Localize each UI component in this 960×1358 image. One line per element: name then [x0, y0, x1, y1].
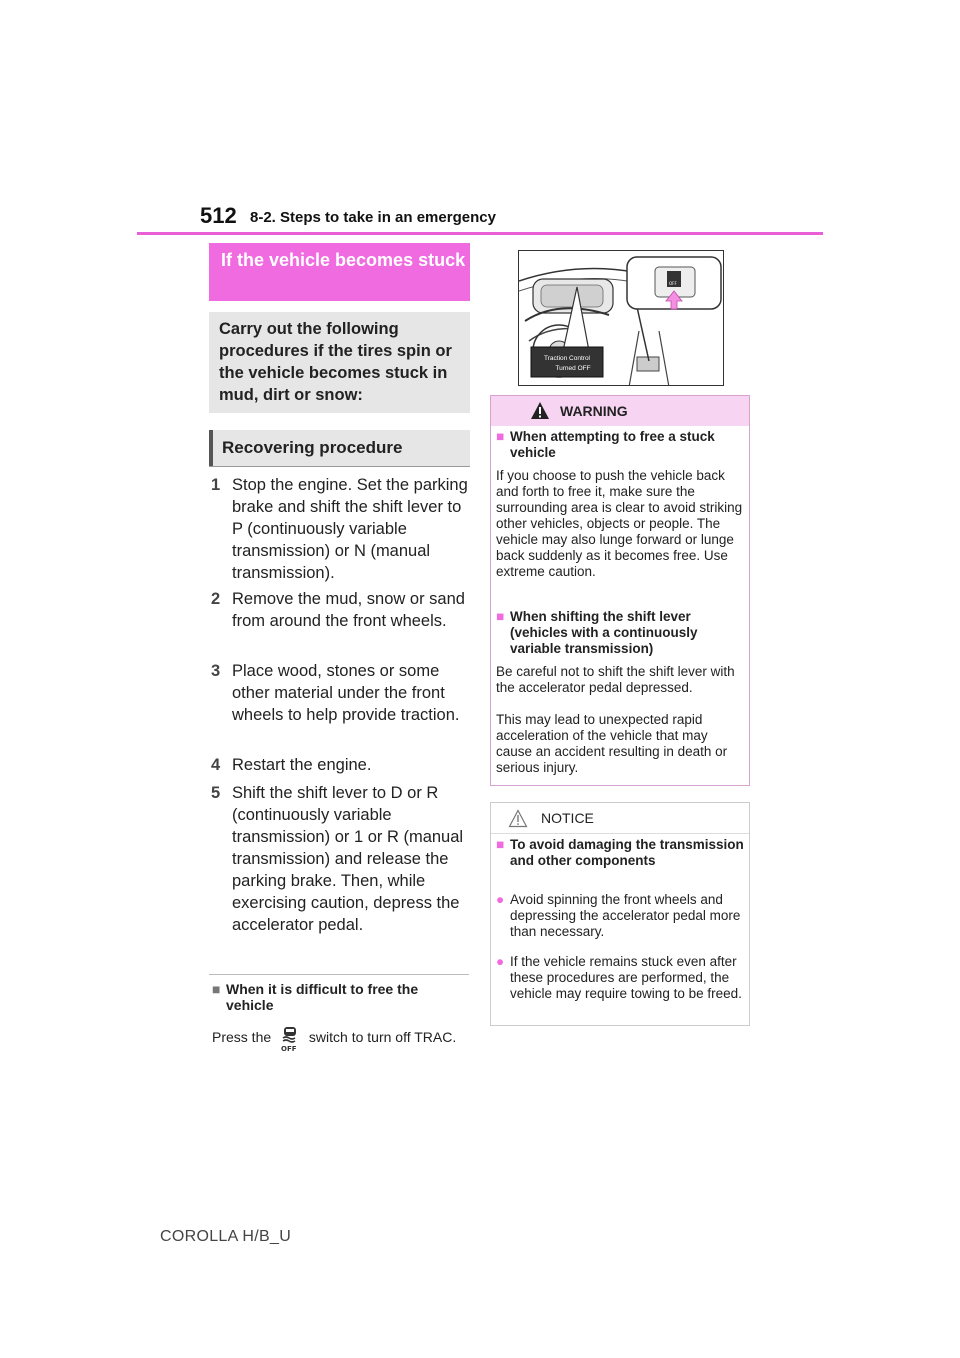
- square-bullet-icon: ■: [496, 837, 505, 852]
- page-title: If the vehicle becomes stuck: [221, 250, 466, 270]
- step-text: Remove the mud, snow or sand from around…: [232, 590, 465, 630]
- procedure-step: 5 Shift the shift lever to D or R (conti…: [211, 782, 473, 958]
- warning-item-body: This may lead to unexpected rapid accele…: [496, 712, 728, 775]
- procedure-step: 2 Remove the mud, snow or sand from arou…: [211, 588, 473, 654]
- note-body: Press the OFF switch to turn off TRAC.: [212, 1026, 462, 1053]
- notice-item-heading: ■ To avoid damaging the transmission and…: [496, 837, 744, 885]
- step-text: Stop the engine. Set the parking brake a…: [232, 476, 468, 582]
- intro-text: Carry out the following procedures if th…: [219, 320, 452, 404]
- square-bullet-icon: ■: [496, 429, 505, 444]
- notice-bullet: ● Avoid spinning the front wheels and de…: [496, 892, 744, 940]
- square-bullet-icon: ■: [212, 981, 221, 997]
- warning-item-body: If you choose to push the vehicle back a…: [496, 468, 743, 579]
- svg-text:OFF: OFF: [281, 1045, 297, 1052]
- page-number: 512: [200, 203, 237, 228]
- note-body-before: Press the: [212, 1029, 272, 1045]
- round-bullet-icon: ●: [496, 954, 505, 969]
- step-text: Restart the engine.: [232, 756, 372, 774]
- notice-bullet: ● If the vehicle remains stuck even afte…: [496, 954, 744, 1018]
- procedure-step: 3 Place wood, stones or some other mater…: [211, 660, 473, 748]
- note-divider: [209, 974, 469, 975]
- notice-bullet-text: If the vehicle remains stuck even after …: [510, 954, 742, 1001]
- notice-icon: [508, 809, 528, 828]
- step-number: 2: [211, 590, 221, 608]
- step-text: Place wood, stones or some other materia…: [232, 662, 460, 724]
- warning-item-heading-text: When shifting the shift lever (vehicles …: [510, 609, 698, 656]
- procedure-heading: Recovering procedure: [222, 438, 403, 457]
- procedure-step: 4 Restart the engine.: [211, 754, 473, 776]
- procedure-step: 1 Stop the engine. Set the parking brake…: [211, 474, 473, 584]
- notice-item-heading-text: To avoid damaging the transmission and o…: [510, 837, 744, 868]
- procedure-rule: [209, 466, 470, 467]
- step-number: 4: [211, 756, 221, 774]
- step-number: 5: [211, 784, 221, 802]
- note-heading-text: When it is difficult to free the vehicle: [226, 981, 419, 1013]
- dashboard-illustration: Traction Control Turned OFF OFF: [518, 250, 724, 386]
- warning-box: [490, 395, 750, 786]
- warning-item-heading: ■ When shifting the shift lever (vehicle…: [496, 609, 744, 657]
- callout-line-1: Traction Control: [544, 355, 591, 362]
- footer-model: COROLLA H/B_U: [160, 1228, 292, 1245]
- warning-item-heading: ■ When attempting to free a stuck vehicl…: [496, 429, 744, 461]
- round-bullet-icon: ●: [496, 892, 505, 907]
- notice-header: [491, 803, 749, 834]
- header-rule: [137, 232, 823, 235]
- warning-title: WARNING: [560, 403, 628, 419]
- svg-text:OFF: OFF: [669, 281, 677, 286]
- notice-bullet-text: Avoid spinning the front wheels and depr…: [510, 892, 741, 939]
- step-number: 3: [211, 662, 221, 680]
- notice-box: [490, 802, 750, 1026]
- note-body-after: switch to turn off TRAC.: [308, 1029, 457, 1045]
- intro-box: [209, 312, 470, 413]
- title-box: [209, 243, 470, 301]
- section-header: 8-2. Steps to take in an emergency: [250, 209, 496, 226]
- procedure-heading-box: [209, 430, 470, 466]
- warning-icon: [530, 401, 550, 420]
- warning-item-body: Be careful not to shift the shift lever …: [496, 664, 735, 695]
- square-bullet-icon: ■: [496, 609, 505, 624]
- notice-title: NOTICE: [541, 810, 594, 826]
- step-number: 1: [211, 476, 221, 494]
- step-text: Shift the shift lever to D or R (continu…: [232, 784, 464, 934]
- warning-item-heading-text: When attempting to free a stuck vehicle: [510, 429, 715, 460]
- warning-header: [491, 396, 749, 426]
- callout-line-2: Turned OFF: [555, 365, 590, 372]
- traction-control-off-icon: OFF: [278, 1026, 302, 1053]
